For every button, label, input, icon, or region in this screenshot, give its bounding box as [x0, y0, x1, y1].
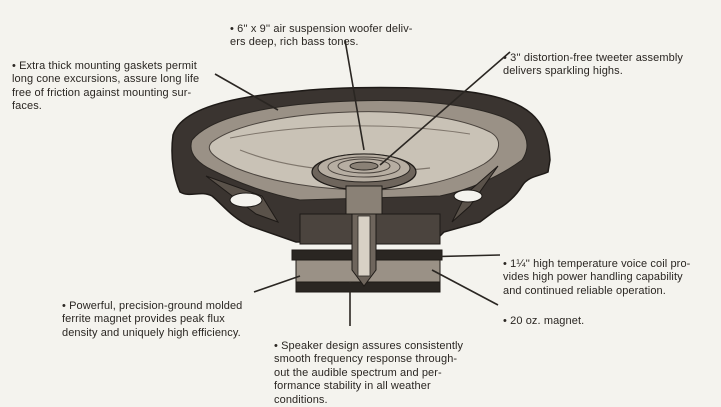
- callout-text: • Speaker design assures consistently sm…: [274, 339, 464, 406]
- callout-text: • Powerful, precision-ground molded ferr…: [62, 299, 243, 339]
- callout-magnet-weight: • 20 oz. magnet.: [503, 301, 643, 328]
- tweeter-assembly: [311, 153, 417, 215]
- speaker-basket: [171, 86, 551, 243]
- callout-text: • 3'' distortion-free tweeter assembly d…: [503, 51, 683, 78]
- leader-lines: [214, 39, 511, 326]
- callout-text: • 20 oz. magnet.: [503, 314, 585, 327]
- leader-tweeter: [379, 51, 511, 166]
- callout-voice-coil: • 1¼'' high temperature voice coil pro- …: [503, 244, 718, 298]
- magnet-assembly: [291, 213, 443, 293]
- callout-text: • 1¼'' high temperature voice coil pro- …: [503, 257, 691, 297]
- callout-tweeter: • 3'' distortion-free tweeter assembly d…: [503, 38, 713, 79]
- callout-woofer: • 6'' x 9'' air suspension woofer deliv-…: [230, 9, 430, 50]
- callout-ferrite-magnet: • Powerful, precision-ground molded ferr…: [62, 286, 272, 340]
- callout-speaker-design: • Speaker design assures consistently sm…: [274, 326, 489, 407]
- leader-ferrite: [253, 275, 301, 293]
- leader-voice-coil: [379, 254, 501, 259]
- callout-mounting-gaskets: • Extra thick mounting gaskets permit lo…: [12, 46, 222, 114]
- leader-magnet-20oz: [431, 269, 499, 306]
- leader-woofer: [344, 39, 365, 151]
- leader-gaskets: [214, 73, 279, 111]
- callout-text: • 6'' x 9'' air suspension woofer deliv-…: [230, 22, 413, 49]
- callout-text: • Extra thick mounting gaskets permit lo…: [12, 59, 200, 113]
